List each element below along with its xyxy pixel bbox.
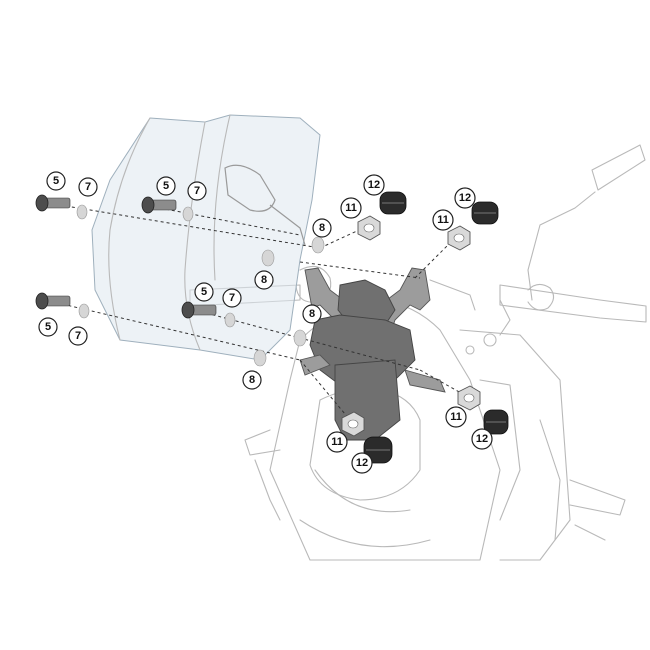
svg-text:8: 8: [261, 274, 267, 286]
bolt-item-5: [35, 292, 71, 310]
bolt-item-5: [181, 301, 217, 319]
washer-item-7: [224, 312, 236, 328]
grommet-item-12: [379, 191, 407, 215]
svg-text:11: 11: [450, 411, 462, 423]
callout-11: 11: [326, 431, 348, 453]
svg-text:11: 11: [345, 202, 357, 214]
callout-11: 11: [340, 197, 362, 219]
svg-text:8: 8: [249, 374, 255, 386]
svg-text:12: 12: [459, 192, 471, 204]
callout-12: 12: [363, 174, 385, 196]
washer-item-7: [182, 206, 194, 222]
svg-text:12: 12: [368, 179, 380, 191]
svg-text:12: 12: [476, 433, 488, 445]
bolt-item-5: [141, 196, 177, 214]
callout-5: 5: [194, 282, 214, 302]
svg-text:11: 11: [331, 436, 343, 448]
svg-text:7: 7: [85, 181, 91, 193]
callout-7: 7: [187, 181, 207, 201]
washer-item-8: [253, 349, 267, 367]
callout-5: 5: [156, 176, 176, 196]
windscreen: [91, 114, 321, 361]
callout-5: 5: [46, 171, 66, 191]
callout-11: 11: [445, 406, 467, 428]
svg-text:8: 8: [319, 222, 325, 234]
svg-text:8: 8: [309, 308, 315, 320]
nut-item-11: [357, 215, 381, 241]
svg-text:12: 12: [356, 457, 368, 469]
callout-12: 12: [454, 187, 476, 209]
svg-text:7: 7: [229, 292, 235, 304]
svg-text:7: 7: [75, 330, 81, 342]
grommet-item-12: [483, 409, 509, 435]
nut-item-11: [341, 411, 365, 437]
svg-text:5: 5: [201, 286, 207, 298]
washer-item-8: [261, 249, 275, 267]
washer-item-7: [78, 303, 90, 319]
svg-text:5: 5: [163, 180, 169, 192]
grommet-item-12: [363, 436, 393, 464]
mounting-bracket: [299, 267, 446, 441]
callout-8: 8: [312, 218, 332, 238]
nut-item-11: [457, 385, 481, 411]
callout-7: 7: [78, 177, 98, 197]
callout-12: 12: [351, 452, 373, 474]
callout-7: 7: [222, 288, 242, 308]
callout-5: 5: [38, 317, 58, 337]
callout-8: 8: [254, 270, 274, 290]
svg-text:7: 7: [194, 185, 200, 197]
callout-12: 12: [471, 428, 493, 450]
svg-text:11: 11: [437, 214, 449, 226]
callout-7: 7: [68, 326, 88, 346]
nut-item-11: [447, 225, 471, 251]
grommet-item-12: [471, 201, 499, 225]
bolt-item-5: [35, 194, 71, 212]
svg-text:5: 5: [45, 321, 51, 333]
callout-8: 8: [242, 370, 262, 390]
washer-item-8: [311, 236, 325, 254]
washer-item-7: [76, 204, 88, 220]
callout-11: 11: [432, 209, 454, 231]
svg-text:5: 5: [53, 175, 59, 187]
callout-8: 8: [302, 304, 322, 324]
washer-item-8: [293, 329, 307, 347]
